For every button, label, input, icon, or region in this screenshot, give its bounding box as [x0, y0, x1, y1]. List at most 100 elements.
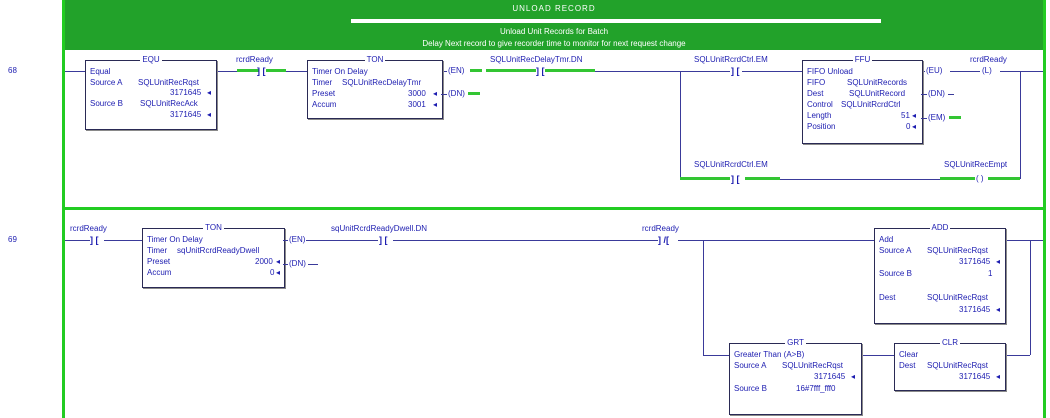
xic-contact[interactable]: ] [	[379, 235, 388, 245]
value-arrow-icon: ◂	[207, 88, 212, 97]
contact-tag-rcrdready[interactable]: rcrdReady	[236, 55, 273, 64]
contact-tag-rcrdready-xio[interactable]: rcrdReady	[642, 224, 679, 233]
equ-title: EQU	[140, 55, 162, 64]
ffu-instruction[interactable]: FFU FIFO Unload FIFO SQLUnitRecords Dest…	[802, 55, 923, 144]
contact-tag-delaytmr-dn[interactable]: SQLUnitRecDelayTmr.DN	[490, 55, 583, 64]
ton-preset-value[interactable]: 2000	[255, 257, 273, 266]
add-dest-label: Dest	[879, 293, 896, 302]
ffu-em-output: (EM)	[927, 113, 947, 123]
equ-source-b-value: 3171645	[170, 110, 202, 119]
add-source-b-value[interactable]: 1	[988, 269, 993, 278]
ffu-fifo-tag[interactable]: SQLUnitRecords	[847, 78, 908, 87]
wire	[306, 240, 378, 241]
equ-source-b-tag[interactable]: SQLUnitRecAck	[140, 99, 198, 108]
add-title: ADD	[929, 223, 951, 232]
clr-dest-value: 3171645	[959, 372, 991, 381]
wire	[921, 94, 927, 95]
wire	[742, 71, 802, 72]
coil-tag-rcrdready[interactable]: rcrdReady	[970, 55, 1007, 64]
add-source-a-tag[interactable]: SQLUnitRecRqst	[927, 246, 988, 255]
xic-contact[interactable]: ] [	[536, 66, 545, 76]
grt-source-b-value[interactable]: 16#7fff_fff0	[796, 384, 836, 393]
dn-label: DN	[450, 89, 463, 98]
rung-separator	[65, 207, 1043, 210]
contact-tag-rcrdctrl-em[interactable]: SQLUnitRcrdCtrl.EM	[694, 55, 768, 64]
wire	[921, 118, 927, 119]
value-arrow-icon: ◂	[433, 100, 438, 109]
wire	[215, 71, 237, 72]
ton-accum-label: Accum	[147, 268, 172, 277]
wire	[1004, 240, 1043, 241]
grt-instruction[interactable]: GRT Greater Than (A>B) Source A SQLUnitR…	[729, 338, 862, 415]
clr-dest-tag[interactable]: SQLUnitRecRqst	[927, 361, 988, 370]
wire	[860, 355, 894, 356]
ton-en-output: (EN)	[447, 66, 466, 76]
add-dest-tag[interactable]: SQLUnitRecRqst	[927, 293, 988, 302]
ton-name: Timer On Delay	[147, 235, 203, 244]
branch-coil-tag[interactable]: SQLUnitRecEmpt	[944, 160, 1008, 169]
ton-accum-value: 3001	[408, 100, 426, 109]
rung-comment-banner[interactable]: UNLOAD RECORD Unload Unit Records for Ba…	[65, 0, 1043, 50]
ffu-eu-output: (EU)	[925, 66, 944, 76]
ffu-title: FFU	[852, 55, 873, 64]
ffu-dest-label: Dest	[807, 89, 824, 98]
add-instruction[interactable]: ADD Add Source A SQLUnitRecRqst 3171645 …	[874, 223, 1006, 324]
output-coil[interactable]: ( )	[975, 174, 985, 184]
ton-timer-tag[interactable]: SQLUnitRecDelayTmr	[342, 78, 422, 87]
ton-accum-value: 0	[270, 268, 275, 277]
ton-timer-label: Timer	[312, 78, 333, 87]
ton-instruction[interactable]: TON Timer On Delay Timer SQLUnitRecDelay…	[307, 55, 443, 119]
grt-source-a-tag[interactable]: SQLUnitRecRqst	[782, 361, 843, 370]
xic-contact[interactable]: ] [	[257, 66, 266, 76]
wire	[441, 94, 447, 95]
latch-symbol: L	[984, 66, 990, 75]
wire	[1000, 71, 1043, 72]
ton-preset-value[interactable]: 3000	[408, 89, 426, 98]
branch-wire	[703, 240, 704, 355]
ffu-dest-tag[interactable]: SQLUnitRecord	[849, 89, 906, 98]
ton-title: TON	[203, 223, 224, 232]
ffu-dn-output: (DN)	[927, 89, 946, 99]
grt-source-a-value: 3171645	[814, 372, 846, 381]
branch-wire	[1020, 71, 1021, 179]
xic-contact[interactable]: ] [	[731, 66, 740, 76]
add-source-a-label: Source A	[879, 246, 912, 255]
wire	[678, 240, 874, 241]
clr-instruction[interactable]: CLR Clear Dest SQLUnitRecRqst 3171645 ◂	[894, 338, 1006, 391]
ton-preset-label: Preset	[147, 257, 171, 266]
xic-contact[interactable]: ] [	[731, 174, 740, 184]
value-arrow-icon: ◂	[276, 257, 281, 266]
ton-timer-tag[interactable]: sqUnitRcrdReadyDwell	[177, 246, 260, 255]
rung-number-68[interactable]: 68	[8, 66, 17, 75]
add-source-b-label: Source B	[879, 269, 912, 278]
xic-contact[interactable]: ] [	[90, 235, 99, 245]
contact-tag-rcrdready[interactable]: rcrdReady	[70, 224, 107, 233]
contact-tag-dwell-dn[interactable]: sqUnitRcrdReadyDwell.DN	[331, 224, 428, 233]
energized-wire	[745, 177, 780, 180]
wire	[703, 355, 729, 356]
equ-source-a-value: 3171645	[170, 88, 202, 97]
wire	[780, 179, 940, 180]
clr-name: Clear	[899, 350, 919, 359]
left-power-rail	[62, 0, 65, 418]
xio-contact[interactable]: ] /[	[658, 235, 670, 245]
ffu-control-tag[interactable]: SQLUnitRcrdCtrl	[841, 100, 901, 109]
rung-number-69[interactable]: 69	[8, 235, 17, 244]
banner-comment-line-1: Unload Unit Records for Batch	[499, 27, 609, 36]
right-power-rail	[1043, 0, 1046, 418]
ton-name: Timer On Delay	[312, 67, 368, 76]
ton-instruction[interactable]: TON Timer On Delay Timer sqUnitRcrdReady…	[142, 223, 285, 288]
ffu-length-value[interactable]: 51	[901, 111, 910, 120]
wire	[283, 264, 288, 265]
energized-wire	[988, 177, 1020, 180]
equ-instruction[interactable]: EQU Equal Source A SQLUnitRecRqst 317164…	[85, 55, 217, 130]
wire	[1004, 355, 1030, 356]
energized-wire	[680, 177, 730, 180]
banner-divider	[351, 19, 881, 23]
latch-coil[interactable]: (L)	[981, 66, 993, 76]
branch-contact-tag[interactable]: SQLUnitRcrdCtrl.EM	[694, 160, 768, 169]
wire	[65, 240, 90, 241]
value-arrow-icon: ◂	[207, 110, 212, 119]
wire	[393, 240, 658, 241]
equ-source-a-tag[interactable]: SQLUnitRecRqst	[138, 78, 199, 87]
